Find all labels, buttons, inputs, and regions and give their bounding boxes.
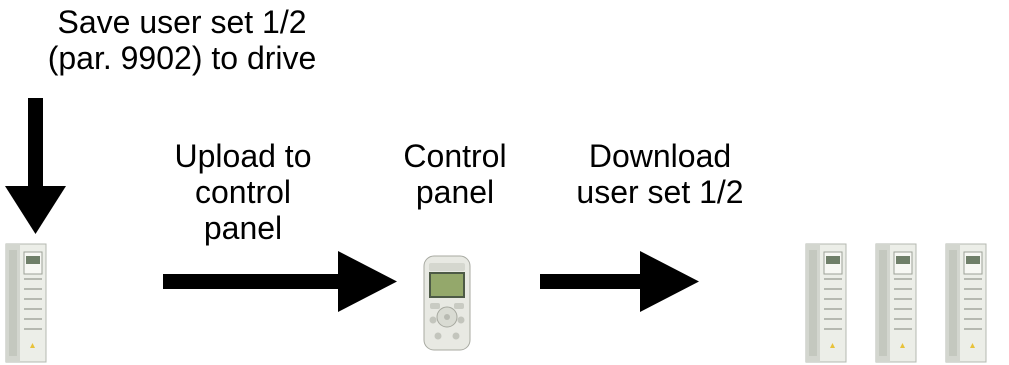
source-drive-icon bbox=[5, 243, 47, 363]
target-drive-icon-1 bbox=[805, 243, 847, 363]
save-user-set-label: Save user set 1/2 (par. 9902) to drive bbox=[47, 4, 317, 76]
right-arrow-icon-download bbox=[540, 251, 699, 312]
download-user-set-label: Download user set 1/2 bbox=[576, 138, 744, 210]
right-arrow-icon-upload bbox=[163, 251, 397, 312]
upload-to-panel-label: Upload to control panel bbox=[174, 138, 312, 246]
control-panel-label: Control panel bbox=[403, 138, 507, 210]
target-drive-icon-2 bbox=[875, 243, 917, 363]
target-drive-icon-3 bbox=[945, 243, 987, 363]
control-panel-icon bbox=[423, 255, 471, 351]
down-arrow-icon bbox=[5, 98, 66, 234]
